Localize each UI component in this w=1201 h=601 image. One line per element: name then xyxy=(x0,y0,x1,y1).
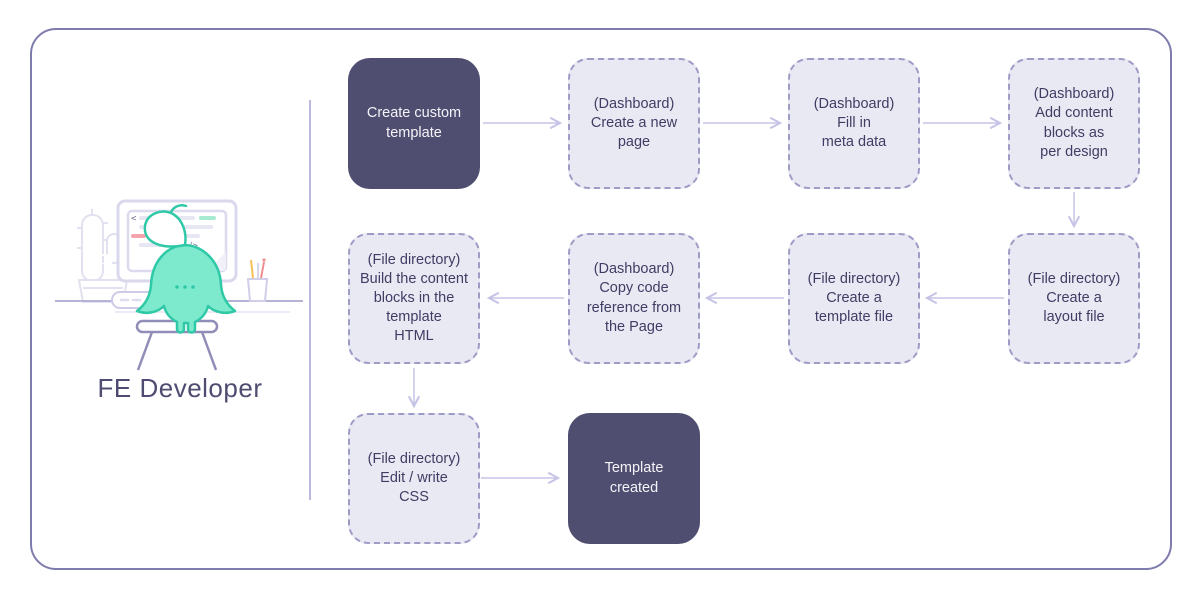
section-divider xyxy=(309,100,311,500)
actor-label: FE Developer xyxy=(97,373,263,403)
developer-illustration-icon: < /> xyxy=(55,199,303,371)
node-label: (Dashboard) Copy code reference from the… xyxy=(586,261,682,335)
leaf-hat-icon xyxy=(143,210,187,248)
node-label: (Dashboard) Create a new page xyxy=(590,95,678,151)
node-create-layout-file: (File directory) Create a layout file xyxy=(1008,233,1140,364)
node-label: (File directory) Build the content block… xyxy=(359,251,469,345)
node-add-content-blocks: (Dashboard) Add content blocks as per de… xyxy=(1008,58,1140,189)
node-create-custom-template: Create custom template xyxy=(348,58,480,189)
node-template-created: Template created xyxy=(568,413,700,544)
node-create-template-file: (File directory) Create a template file xyxy=(788,233,920,364)
node-label: (Dashboard) Add content blocks as per de… xyxy=(1033,86,1115,160)
mascot-icon xyxy=(135,204,237,334)
svg-text:<: < xyxy=(131,214,137,224)
pen-cup-icon xyxy=(246,258,269,302)
node-label: (File directory) Create a layout file xyxy=(1027,270,1121,326)
node-label: (File directory) Create a template file xyxy=(807,270,901,326)
node-label: (File directory) Edit / write CSS xyxy=(367,450,461,506)
node-label: (Dashboard) Fill in meta data xyxy=(813,95,895,151)
node-copy-code-reference: (Dashboard) Copy code reference from the… xyxy=(568,233,700,364)
node-edit-write-css: (File directory) Edit / write CSS xyxy=(348,413,480,544)
canvas-border xyxy=(30,28,1172,570)
node-create-new-page: (Dashboard) Create a new page xyxy=(568,58,700,189)
node-fill-in-meta-data: (Dashboard) Fill in meta data xyxy=(788,58,920,189)
actor-panel: < /> xyxy=(55,188,305,408)
node-label: Template created xyxy=(604,460,664,496)
node-label: Create custom template xyxy=(366,105,462,141)
node-build-content-blocks: (File directory) Build the content block… xyxy=(348,233,480,364)
